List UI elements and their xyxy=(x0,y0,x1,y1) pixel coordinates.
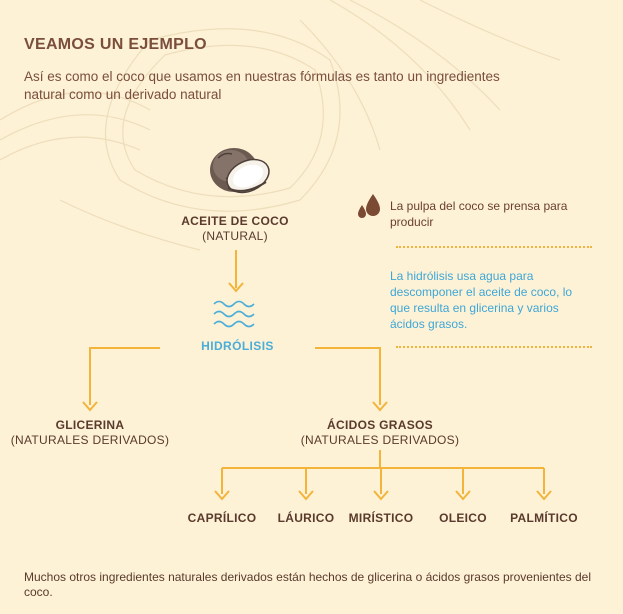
acid-myristic: MIRÍSTICO xyxy=(348,511,414,525)
footer-note: Muchos otros ingredientes naturales deri… xyxy=(24,570,592,599)
coconut-oil-type: (NATURAL) xyxy=(202,229,268,243)
fatty-acids-type: (NATURALES DERIVADOS) xyxy=(300,433,460,447)
coconut-watermark xyxy=(0,0,561,251)
press-note: La pulpa del coco se prensa para produci… xyxy=(390,199,568,229)
coconut-icon xyxy=(210,148,270,194)
glycerin-type: (NATURALES DERIVADOS) xyxy=(10,433,170,447)
acid-palmitic: PALMÍTICO xyxy=(510,511,578,525)
oil-drops-icon xyxy=(358,194,380,218)
divider-top xyxy=(396,246,592,248)
acid-lauric: LÁURICO xyxy=(277,511,335,525)
water-waves-icon xyxy=(213,300,255,328)
glycerin-label: GLICERINA xyxy=(55,418,125,432)
acid-caprylic: CAPRÍLICO xyxy=(187,511,257,525)
coconut-oil-label: ACEITE DE COCO xyxy=(181,214,289,228)
arrow-hydrolysis-to-fatty-acids xyxy=(315,347,381,405)
hydrolysis-note: La hidrólisis usa agua para descomponer … xyxy=(390,269,573,331)
divider-bottom xyxy=(396,346,592,348)
hydrolysis-label: HIDRÓLISIS xyxy=(201,339,274,353)
page-subtitle: Así es como el coco que usamos en nuestr… xyxy=(24,69,500,102)
acid-oleic: OLEICO xyxy=(439,511,487,525)
arrow-hydrolysis-to-glycerin xyxy=(89,347,160,405)
page-title: VEAMOS UN EJEMPLO xyxy=(24,36,207,53)
fatty-acids-label: ÁCIDOS GRASOS xyxy=(327,418,433,432)
